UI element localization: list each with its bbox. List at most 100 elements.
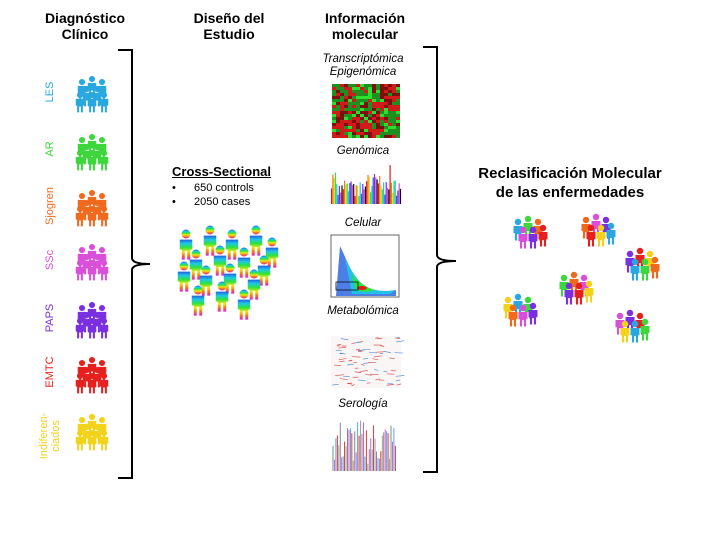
molecular-label-genomics: Genómica: [336, 145, 390, 157]
reclassified-clusters: [503, 213, 660, 343]
heatmap-thumbnail: [332, 84, 400, 138]
person-icon: [237, 289, 251, 320]
person-icon: [75, 372, 85, 394]
study-design-title: Cross-Sectional: [172, 164, 271, 179]
group-crowd-3: [75, 243, 109, 281]
group-crowd-6: [75, 413, 109, 451]
person-icon: [606, 222, 616, 245]
person-icon: [87, 149, 97, 171]
person-icon: [99, 91, 109, 113]
person-icon: [247, 269, 261, 300]
molecular-label-cellular: Celular: [344, 217, 382, 229]
person-icon: [99, 429, 109, 451]
person-icon: [523, 215, 533, 238]
left-bracket: [118, 49, 151, 479]
person-icon: [635, 247, 645, 270]
header-study-text: Diseño del Estudio: [193, 10, 265, 42]
person-icon: [75, 205, 85, 227]
person-icon: [586, 224, 596, 247]
person-icon: [99, 372, 109, 394]
person-icon: [625, 309, 635, 332]
person-icon: [508, 304, 518, 327]
person-icon: [528, 302, 538, 325]
metabolomics-thumbnail: [331, 336, 405, 388]
flow-cytometry-thumbnail: [330, 234, 400, 298]
header-clinical-text: Diagnóstico Clínico: [44, 10, 126, 42]
person-icon: [265, 237, 279, 268]
group-crowd-2: [75, 189, 109, 227]
header-clinical-diagnosis: Diagnóstico Clínico: [30, 10, 140, 42]
person-icon: [87, 372, 97, 394]
person-icon: [87, 317, 97, 339]
person-icon: [574, 282, 584, 305]
cluster-5: [615, 309, 650, 343]
bullet-cases: 2050 cases: [194, 196, 251, 208]
person-icon: [99, 317, 109, 339]
header-molecular-text: Información molecular: [324, 10, 406, 42]
person-icon: [191, 285, 205, 316]
person-icon: [213, 245, 227, 276]
person-icon: [99, 259, 109, 281]
person-icon: [596, 224, 606, 247]
serology-spectrum-thumbnail: [331, 414, 397, 472]
person-icon: [203, 225, 217, 256]
person-icon: [75, 317, 85, 339]
person-icon: [569, 271, 579, 294]
molecular-label-serology: Serología: [338, 398, 388, 410]
person-icon: [650, 256, 660, 279]
person-icon: [257, 255, 271, 286]
person-icon: [620, 320, 630, 343]
person-icon: [75, 91, 85, 113]
cluster-1: [581, 213, 616, 247]
person-icon: [87, 259, 97, 281]
person-icon: [564, 282, 574, 305]
person-icon: [518, 304, 528, 327]
cluster-4: [559, 271, 594, 305]
person-icon: [75, 149, 85, 171]
person-icon: [87, 205, 97, 227]
person-icon: [591, 213, 601, 236]
cluster-0: [513, 215, 548, 249]
person-icon: [179, 229, 193, 260]
person-icon: [99, 149, 109, 171]
person-icon: [640, 258, 650, 281]
study-bullet-item: •650 controls: [172, 182, 254, 194]
person-icon: [584, 280, 594, 303]
person-icon: [189, 249, 203, 280]
group-crowd-0: [75, 75, 109, 113]
clinical-groups-people: [75, 75, 109, 451]
person-icon: [87, 91, 97, 113]
study-crowd-icon: [177, 225, 279, 320]
person-icon: [87, 429, 97, 451]
person-icon: [630, 320, 640, 343]
header-study-design: Diseño del Estudio: [174, 10, 284, 42]
cluster-2: [625, 247, 660, 281]
manhattan-plot-thumbnail: [330, 160, 402, 206]
person-icon: [237, 247, 251, 278]
group-crowd-1: [75, 133, 109, 171]
group-crowd-4: [75, 301, 109, 339]
person-icon: [215, 281, 229, 312]
person-icon: [75, 429, 85, 451]
molecular-label-metabolomics: Metabolómica: [327, 305, 399, 317]
person-icon: [199, 265, 213, 296]
result-title: Reclasificación Molecular de las enferme…: [478, 165, 662, 201]
person-icon: [513, 293, 523, 316]
person-icon: [518, 226, 528, 249]
person-icon: [75, 259, 85, 281]
person-icon: [640, 318, 650, 341]
person-icon: [528, 226, 538, 249]
study-bullet-list: •650 controls •2050 cases: [172, 181, 254, 209]
cluster-3: [503, 293, 538, 327]
person-icon: [223, 263, 237, 294]
bullet-controls: 650 controls: [194, 182, 254, 194]
molecular-label-transcriptomics: Transcriptómica Epigenómica: [322, 53, 404, 78]
header-molecular-info: Información molecular: [305, 10, 425, 42]
person-icon: [177, 261, 191, 292]
person-icon: [249, 225, 263, 256]
right-bracket: [423, 46, 457, 473]
group-crowd-5: [75, 356, 109, 394]
study-bullet-item: •2050 cases: [172, 196, 251, 208]
